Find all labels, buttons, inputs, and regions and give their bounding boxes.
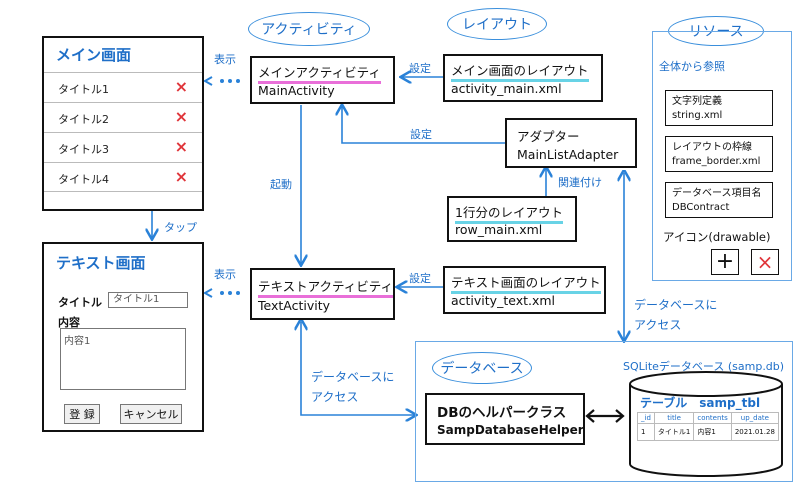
adapter-node: アダプター MainListAdapter	[505, 118, 637, 168]
table-label: テーブル samp_tbl	[640, 396, 761, 410]
node-subtitle: SampDatabaseHelper	[437, 423, 584, 437]
text-screen-title: テキスト画面	[56, 254, 146, 272]
title-label: タイトル	[58, 296, 102, 309]
node-title: メインアクティビティ	[258, 62, 381, 84]
main-screen-title: メイン画面	[56, 46, 132, 64]
list-item[interactable]: タイトル4 ×	[44, 162, 202, 192]
node-subtitle: activity_text.xml	[451, 293, 556, 308]
list-item-title: タイトル1	[58, 83, 109, 96]
main-layout-node: メイン画面のレイアウト activity_main.xml	[443, 54, 603, 102]
resource-item-title: 文字列定義	[672, 96, 722, 107]
text-layout-node: テキスト画面のレイアウト activity_text.xml	[443, 266, 606, 314]
main-screen: メイン画面 タイトル1 × タイトル2 × タイトル3 × タイトル4 ×	[42, 36, 204, 211]
layout-ellipse: レイアウト	[447, 8, 547, 40]
resource-item-title: データベース項目名	[672, 188, 762, 199]
list-item[interactable]: タイトル1 ×	[44, 72, 202, 102]
text-screen: テキスト画面 タイトル タイトル1 内容 内容1 登 録 キャンセル	[42, 242, 204, 432]
cross-icon: ×	[751, 249, 779, 275]
table-cell: 1	[637, 423, 655, 441]
resource-item-dbcontract: データベース項目名 DBContract	[665, 182, 773, 218]
sqlite-label: SQLiteデータベース (samp.db)	[623, 360, 785, 373]
node-title: アダプター	[517, 129, 580, 144]
db-helper-node: DBのヘルパークラス SampDatabaseHelper	[425, 393, 585, 445]
node-subtitle: MainActivity	[258, 83, 335, 98]
show-label-main: 表示	[214, 53, 236, 66]
main-activity-node: メインアクティビティ MainActivity	[250, 56, 395, 104]
table-cell: タイトル1	[653, 423, 695, 441]
delete-icon[interactable]: ×	[174, 107, 188, 126]
list-item-title: タイトル3	[58, 143, 109, 156]
arrow-text-activity-db	[301, 322, 415, 415]
resource-caption: 全体から参照	[659, 60, 725, 73]
register-button[interactable]: 登 録	[64, 404, 100, 424]
cancel-button[interactable]: キャンセル	[120, 404, 182, 424]
table-header: title	[653, 412, 695, 424]
database-ellipse: データベース	[432, 352, 532, 384]
list-item[interactable]: タイトル3 ×	[44, 132, 202, 162]
resource-item-file: frame_border.xml	[672, 156, 761, 167]
row-layout-node: 1行分のレイアウト row_main.xml	[447, 196, 577, 242]
list-item[interactable]: タイトル2 ×	[44, 102, 202, 132]
resource-item-file: DBContract	[672, 202, 730, 213]
table-header-row: _id title contents up_date	[637, 412, 779, 424]
launch-label: 起動	[270, 178, 292, 191]
show-label-text: 表示	[214, 268, 236, 281]
database-panel	[415, 341, 793, 482]
activity-ellipse: アクティビティ	[248, 12, 370, 46]
node-title: メイン画面のレイアウト	[451, 60, 589, 82]
db-access-left-2: アクセス	[311, 390, 359, 404]
display-arrow-text	[202, 288, 240, 298]
node-title: テキストアクティビティ	[258, 276, 394, 298]
resource-item-frame-border: レイアウトの枠線 frame_border.xml	[665, 136, 773, 172]
plus-icon: +	[711, 249, 739, 275]
delete-icon[interactable]: ×	[174, 167, 188, 186]
node-subtitle: activity_main.xml	[451, 81, 562, 96]
list-item-title: タイトル4	[58, 173, 109, 186]
tap-label: タップ	[164, 221, 197, 234]
table-row: 1 タイトル1 内容1 2021.01.28	[637, 423, 779, 441]
icons-label: アイコン(drawable)	[663, 230, 771, 244]
resource-item-title: レイアウトの枠線	[672, 142, 752, 153]
set-label-main: 設定	[409, 62, 431, 75]
node-title: DBのヘルパークラス	[437, 405, 567, 421]
resource-item-string: 文字列定義 string.xml	[665, 90, 773, 126]
content-field[interactable]: 内容1	[60, 328, 186, 390]
table-header: contents	[693, 412, 732, 424]
list-item-title: タイトル2	[58, 113, 109, 126]
node-subtitle: MainListAdapter	[517, 147, 619, 162]
node-title: テキスト画面のレイアウト	[451, 272, 601, 294]
delete-icon[interactable]: ×	[174, 77, 188, 96]
db-access-right-2: アクセス	[634, 318, 682, 332]
db-access-right-1: データベースに	[634, 298, 718, 312]
node-subtitle: row_main.xml	[455, 222, 543, 237]
node-subtitle: TextActivity	[258, 298, 331, 313]
table-header: _id	[637, 412, 655, 424]
table-cell: 内容1	[693, 423, 732, 441]
db-table: _id title contents up_date 1 タイトル1 内容1 2…	[637, 412, 779, 441]
link-label: 関連付け	[558, 176, 602, 189]
db-access-left-1: データベースに	[311, 370, 395, 384]
table-header: up_date	[730, 412, 779, 424]
text-activity-node: テキストアクティビティ TextActivity	[250, 268, 395, 320]
title-field[interactable]: タイトル1	[108, 292, 188, 308]
delete-icon[interactable]: ×	[174, 137, 188, 156]
table-cell: 2021.01.28	[730, 423, 779, 441]
resource-panel: 全体から参照 文字列定義 string.xml レイアウトの枠線 frame_b…	[652, 31, 792, 281]
set-label-text: 設定	[409, 272, 431, 285]
content-label: 内容	[58, 316, 80, 329]
node-title: 1行分のレイアウト	[455, 202, 563, 224]
display-arrow-main	[202, 76, 240, 86]
arrow-adapter-to-activity	[342, 106, 505, 144]
set-label-adapter: 設定	[410, 128, 432, 141]
resource-item-file: string.xml	[672, 110, 723, 121]
